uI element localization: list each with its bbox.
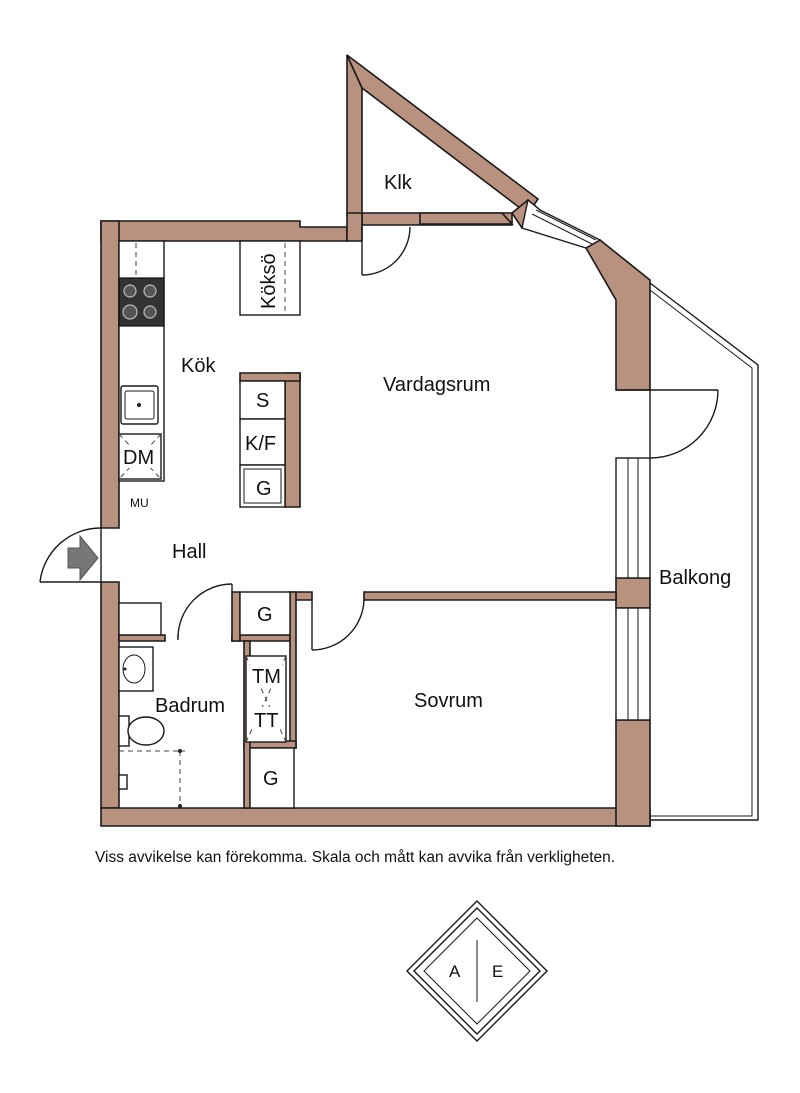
toilet-icon <box>118 715 165 747</box>
room-label-badrum: Badrum <box>155 695 225 717</box>
klk-door <box>361 226 411 276</box>
fixture-label-kf: K/F <box>245 433 276 455</box>
balcony-outline <box>649 282 759 821</box>
disclaimer-text: Viss avvikelse kan förekomma. Skala och … <box>95 849 616 866</box>
fixture-label-mu: MU <box>130 496 149 510</box>
dishwasher <box>118 433 162 480</box>
sink-icon <box>120 385 159 425</box>
fixture-label-s: S <box>256 390 269 412</box>
ae-logo: A E <box>406 900 548 1042</box>
entrance-arrow-icon <box>67 534 99 582</box>
fixture-label-tt: TT <box>254 710 278 732</box>
washbasin-icon <box>118 646 154 692</box>
bathroom-door <box>177 583 233 640</box>
fixture-label-g-hall: G <box>257 604 273 626</box>
fixture-label-dm: DM <box>123 447 154 469</box>
interior-walls <box>118 372 617 809</box>
fixture-label-tm: TM <box>252 666 281 688</box>
room-label-balkong: Balkong <box>659 567 731 589</box>
bedroom-wardrobe <box>249 747 295 809</box>
kitchen-island <box>239 240 301 316</box>
balcony-door <box>649 389 719 459</box>
east-windows <box>615 457 651 721</box>
exterior-walls <box>100 54 651 827</box>
fixture-label-g-bath: G <box>263 768 279 790</box>
entrance-door <box>39 527 102 583</box>
room-label-hall: Hall <box>172 541 206 563</box>
room-label-klk: Klk <box>384 172 413 194</box>
diagonal-window <box>521 198 602 249</box>
room-label-vardagsrum: Vardagsrum <box>383 374 490 396</box>
laundry-block <box>245 655 287 743</box>
stove-icon <box>118 277 165 327</box>
fixture-label-g-kitchen: G <box>256 478 272 500</box>
room-label-kok: Kök <box>181 355 216 377</box>
room-label-sovrum: Sovrum <box>414 690 483 712</box>
logo-letter-e: E <box>492 962 503 981</box>
shower-icon <box>118 749 185 808</box>
room-label-koksoe: Köksö <box>258 253 280 309</box>
bedroom-door <box>311 599 365 651</box>
logo-letter-a: A <box>449 962 461 981</box>
hall-wardrobe <box>239 591 291 636</box>
fridge-block <box>239 380 286 508</box>
hall-shelf <box>118 602 162 636</box>
